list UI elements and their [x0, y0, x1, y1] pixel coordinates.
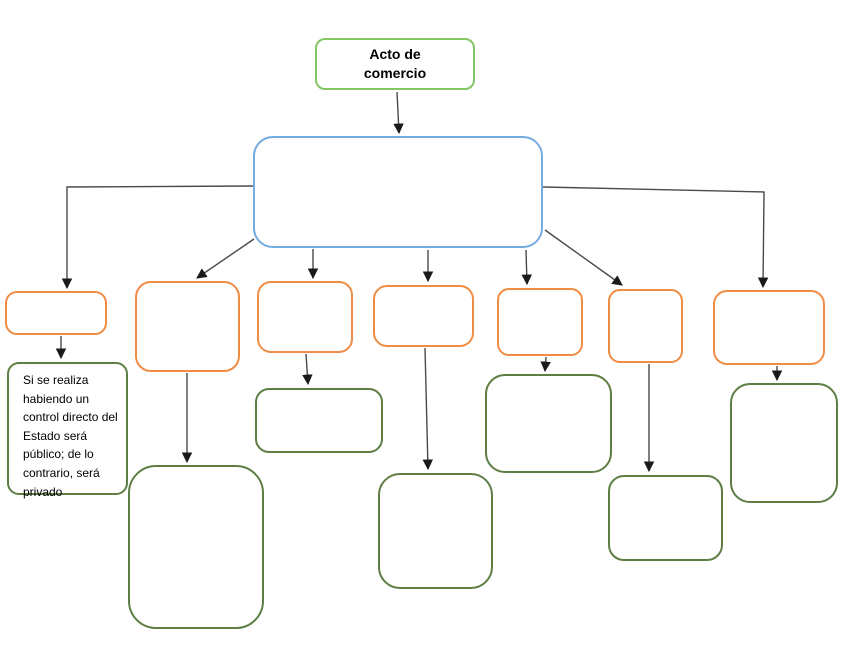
leaf-node-4 — [378, 473, 493, 589]
connector-root-to-branch-2 — [196, 238, 255, 279]
branch-node-3 — [257, 281, 353, 353]
connector-branch-4-to-leaf-4 — [422, 347, 434, 471]
branch-node-7 — [713, 290, 825, 365]
title-node-label: Acto de comercio — [363, 46, 427, 81]
connector-root-to-branch-7 — [542, 186, 769, 289]
leaf-node-3 — [255, 388, 383, 453]
root-node — [253, 136, 543, 248]
branch-node-4 — [373, 285, 474, 347]
title-node: Acto de comercio — [315, 38, 475, 90]
connector-branch-5-to-leaf-5 — [540, 356, 551, 373]
connector-root-to-branch-5 — [521, 249, 532, 286]
branch-node-1 — [5, 291, 107, 335]
connector-root-to-branch-6 — [544, 229, 623, 286]
leaf-node-1: Si se realiza habiendo un control direct… — [7, 362, 128, 499]
leaf-node-2 — [128, 465, 264, 629]
leaf-node-6 — [608, 475, 723, 561]
branch-node-2 — [135, 281, 240, 372]
branch-node-5 — [497, 288, 583, 356]
branch-node-6 — [608, 289, 683, 363]
connector-title-to-root — [393, 91, 404, 135]
connector-root-to-branch-1 — [61, 185, 254, 290]
leaf-node-5 — [485, 374, 612, 473]
leaf-node-7 — [730, 383, 838, 503]
connector-branch-3-to-leaf-3 — [302, 353, 313, 386]
